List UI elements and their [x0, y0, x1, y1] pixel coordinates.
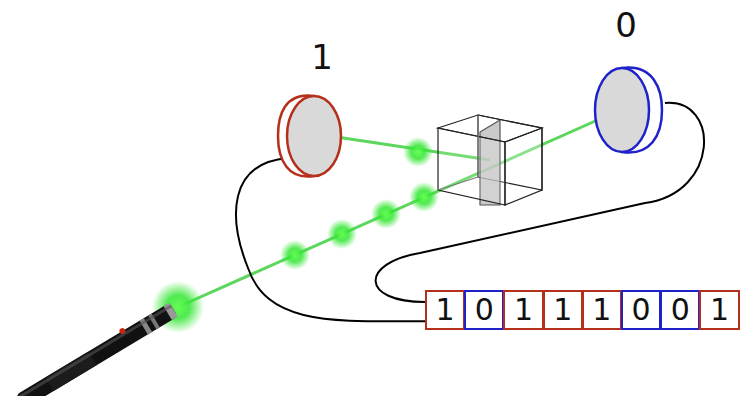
- signal-wire: [236, 158, 425, 321]
- bit-value: 1: [514, 295, 533, 325]
- photon-detector: 0: [570, 8, 682, 158]
- beam-splitter-cube: [438, 115, 542, 205]
- bit-cell: 0: [464, 290, 504, 330]
- bit-cell: 1: [543, 290, 583, 330]
- bit-value: 0: [671, 295, 690, 325]
- bit-cell: 0: [660, 290, 700, 330]
- bit-value: 1: [592, 295, 611, 325]
- detector-label: 1: [266, 40, 378, 74]
- bit-value: 1: [710, 295, 729, 325]
- bit-cell: 1: [582, 290, 622, 330]
- photon: [602, 94, 634, 126]
- photon-detector: 1: [266, 40, 378, 180]
- laser-pointer: [6, 271, 214, 396]
- bit-cell: 1: [425, 290, 465, 330]
- bit-value: 1: [436, 295, 455, 325]
- bit-value: 1: [553, 295, 572, 325]
- bit-cell: 1: [699, 290, 739, 330]
- bit-value: 0: [475, 295, 494, 325]
- bit-cell: 1: [503, 290, 543, 330]
- bit-cell: 0: [621, 290, 661, 330]
- laser-beam: [178, 110, 620, 307]
- bit-value: 0: [632, 295, 651, 325]
- detector-label: 0: [570, 8, 682, 42]
